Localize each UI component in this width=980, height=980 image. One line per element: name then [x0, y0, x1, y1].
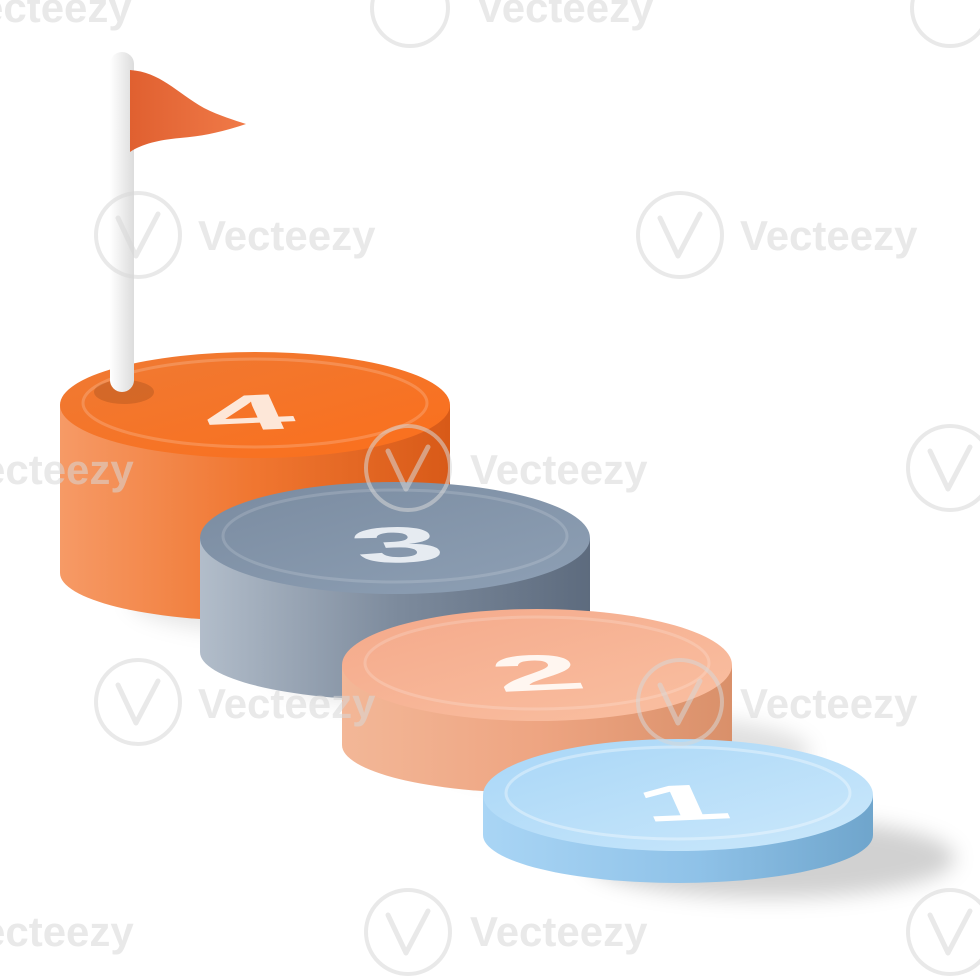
watermark-row2-right: Vecteezy — [636, 191, 918, 279]
watermark-top-center: Vecteezy — [370, 0, 654, 48]
flag-cloth — [130, 70, 246, 152]
step-1-top — [483, 739, 873, 851]
watermark-row3-right — [906, 424, 980, 512]
watermark-text: Vecteezy — [470, 908, 648, 955]
watermark-row4-left: Vecteezy — [94, 658, 376, 746]
watermark-row5-center: Vecteezy — [364, 888, 648, 976]
watermark-top-right — [910, 0, 980, 48]
watermark-row3-left: ecteezy — [0, 446, 134, 493]
watermark-row4-right: Vecteezy — [636, 658, 918, 746]
watermark-top-left: ecteezy — [0, 0, 132, 31]
watermark-text: Vecteezy — [198, 212, 376, 259]
watermark-text: Vecteezy — [740, 680, 918, 727]
step-3-rim — [221, 488, 569, 584]
watermark-text: ecteezy — [0, 0, 132, 31]
step-2-top — [342, 609, 732, 721]
step-2-rim — [363, 615, 711, 711]
step-4-top — [60, 352, 450, 458]
step-4-rim — [81, 357, 429, 449]
watermark-text: Vecteezy — [476, 0, 654, 31]
step-1-rim — [504, 745, 852, 841]
watermark-row2-left: Vecteezy — [94, 191, 376, 279]
flag-pole-base-shadow — [94, 380, 154, 404]
step-1: 1 — [483, 739, 873, 883]
watermark-row5-left: ecteezy — [0, 908, 134, 955]
watermark-text: ecteezy — [0, 446, 134, 493]
watermark-text: ecteezy — [0, 908, 134, 955]
watermark-text: Vecteezy — [470, 446, 648, 493]
watermark-text: Vecteezy — [198, 680, 376, 727]
step-3-top — [200, 482, 590, 594]
watermark-row5-right — [906, 888, 980, 976]
watermark-row3-center: Vecteezy — [364, 424, 648, 512]
watermark-text: Vecteezy — [740, 212, 918, 259]
